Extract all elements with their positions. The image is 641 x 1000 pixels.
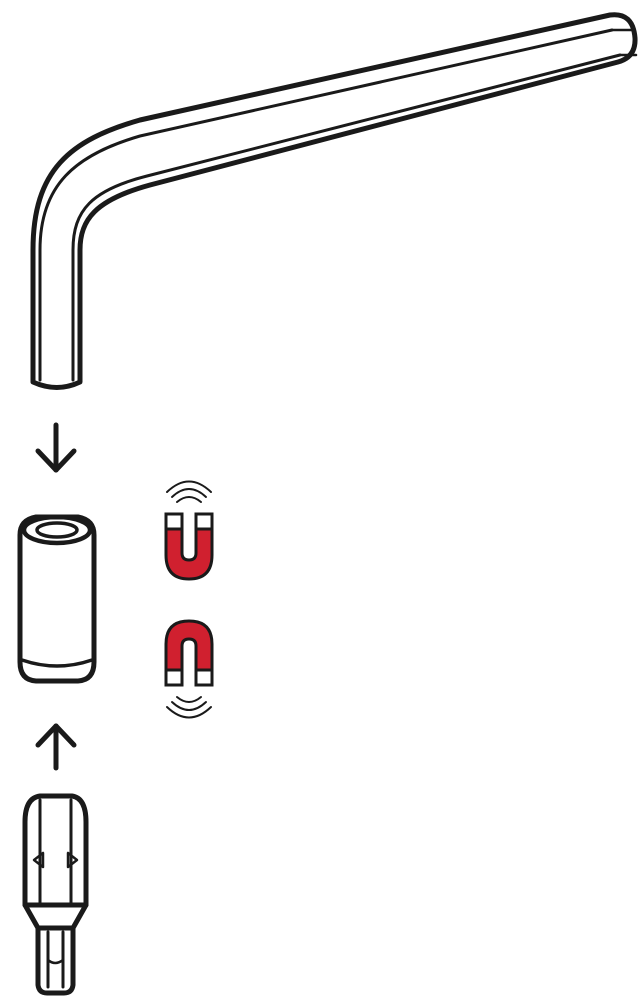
wrench-outline <box>30 12 638 390</box>
magnet-pole <box>194 512 214 531</box>
arrow-up-icon <box>35 723 77 771</box>
bit-holder-sleeve-icon <box>17 514 97 684</box>
bit-tip <box>35 925 76 996</box>
wrench-facet-line <box>71 53 622 382</box>
magnet-icon <box>164 480 214 581</box>
wrench-facet-line <box>38 28 614 382</box>
magnetic-field-lines <box>166 696 212 719</box>
sleeve-opening <box>21 514 93 546</box>
magnetic-field-lines <box>166 480 212 503</box>
bit-taper <box>22 902 89 931</box>
magnet-pole <box>194 668 214 687</box>
sleeve-bore <box>35 521 79 539</box>
bit-lobe-line <box>46 930 65 989</box>
bit-groove <box>32 851 79 869</box>
bit-lobe-line <box>46 958 65 965</box>
arrow-down-icon <box>35 422 77 473</box>
allen-wrench-icon <box>30 12 638 390</box>
sleeve-groove <box>21 658 93 668</box>
magnet-pole <box>164 512 184 531</box>
wrench-end-facet <box>610 28 638 57</box>
torx-bit-icon <box>22 793 89 996</box>
magnet-pole <box>164 668 184 687</box>
magnet-icon <box>164 619 214 719</box>
bit-shank <box>22 793 89 908</box>
sleeve-body <box>17 514 97 684</box>
